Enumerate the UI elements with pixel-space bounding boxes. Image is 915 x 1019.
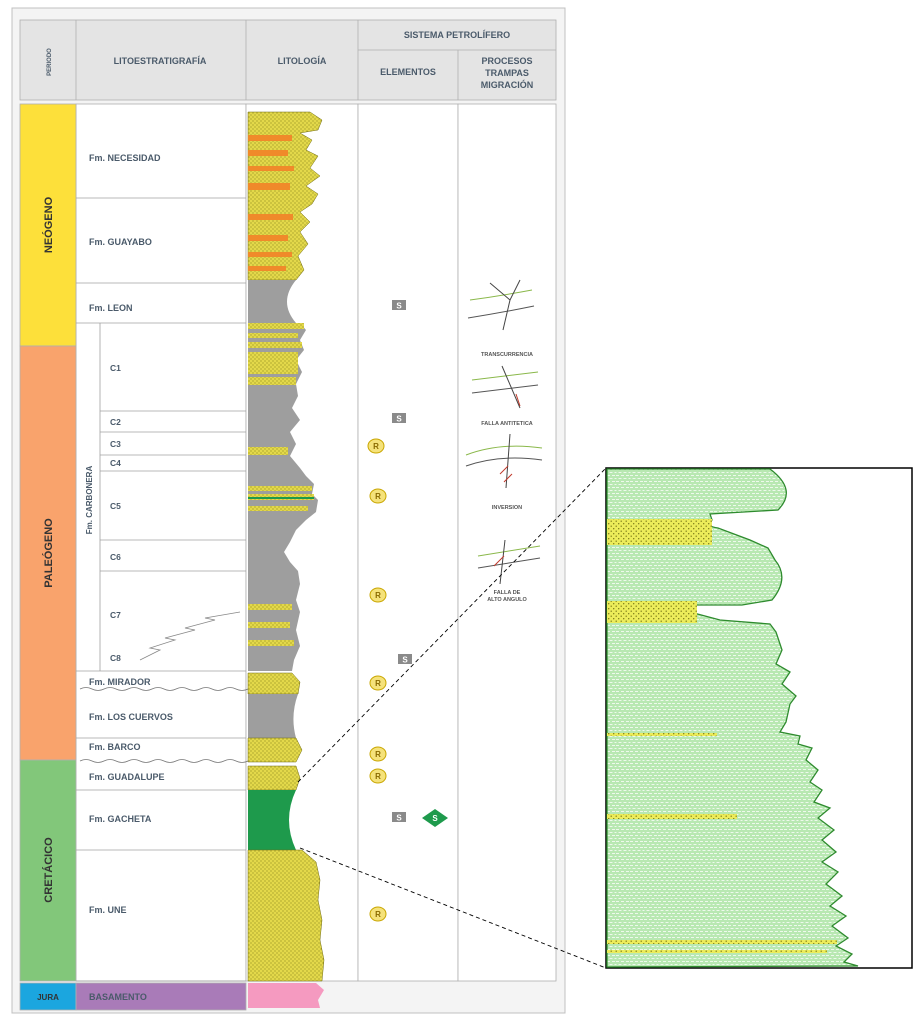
lithology-los-cuervos [248, 694, 298, 738]
zoom-callout-line-bottom [299, 847, 607, 969]
trap-label-falla-de: FALLA DE [494, 590, 521, 596]
header-processes-2: TRAMPAS [485, 68, 529, 78]
header-petroleum-system: SISTEMA PETROLÍFERO [404, 30, 510, 40]
member-c2: C2 [110, 417, 121, 427]
zoom-sand-bed-5 [607, 940, 837, 944]
lithology-une [247, 849, 325, 982]
lithology-barco [247, 737, 303, 763]
reservoir-marker: R [367, 438, 385, 454]
trap-label-falla-antitetica: FALLA ANTITETICA [481, 421, 533, 427]
reservoir-marker-label: R [373, 442, 379, 451]
trap-high-angle-fault-sketch [477, 539, 541, 585]
reservoir-marker-label: R [375, 750, 381, 759]
seal-marker-label: S [396, 814, 402, 823]
header-processes-3: MIGRACIÓN [481, 79, 534, 90]
fm-carbonera: Fm. CARBONERA [85, 466, 94, 535]
period-neogene-cell [19, 103, 77, 347]
trap-antithetic-fault-sketch [471, 365, 539, 409]
fm-guadalupe: Fm. GUADALUPE [89, 772, 165, 782]
reservoir-marker: R [369, 587, 387, 603]
lithology-mirador [247, 672, 301, 695]
fm-barco: Fm. BARCO [89, 742, 141, 752]
period-cretaceous-label: CRETÁCICO [42, 837, 55, 903]
seal-marker-label: S [402, 656, 408, 665]
period-paleogene-cell [19, 345, 77, 761]
unconformity-barco [79, 759, 249, 763]
member-c1: C1 [110, 363, 121, 373]
member-c6: C6 [110, 552, 121, 562]
zoom-sand-bed-6 [607, 950, 827, 953]
reservoir-marker-label: R [375, 591, 381, 600]
fm-gacheta: Fm. GACHETA [89, 814, 152, 824]
period-column [19, 103, 77, 1011]
reservoir-marker: R [369, 906, 387, 922]
period-paleogene-label: PALEÓGENO [42, 518, 55, 588]
lithology-orange-beds [248, 135, 294, 271]
reservoir-marker: R [369, 675, 387, 691]
period-jura-label: JURA [37, 993, 59, 1002]
lithology-guadalupe [247, 765, 301, 791]
zoom-sand-bed-2 [607, 601, 697, 623]
basement-cell [75, 982, 247, 1011]
reservoir-marker: R [369, 746, 387, 762]
interfinger-line [139, 611, 241, 661]
reservoir-marker-label: R [375, 679, 381, 688]
trap-label-inversion: INVERSION [492, 505, 522, 511]
reservoir-marker: R [369, 768, 387, 784]
seal-marker: S [392, 300, 406, 311]
member-c8: C8 [110, 653, 121, 663]
fm-une: Fm. UNE [89, 905, 127, 915]
lithology-basement [248, 983, 324, 1008]
header-litostratigraphy: LITOESTRATIGRAFÍA [114, 56, 207, 66]
seal-marker: S [398, 654, 412, 665]
zoom-sand-bed-3 [607, 733, 717, 736]
fm-mirador: Fm. MIRADOR [89, 677, 151, 687]
seal-marker-label: S [396, 302, 402, 311]
reservoir-marker-label: R [375, 492, 381, 501]
trap-label-alto-angulo: ALTO ANGULO [487, 597, 527, 603]
trap-transcurrence-sketch [467, 279, 535, 331]
header-period: PERIODO [47, 48, 53, 76]
source-marker: S [422, 809, 448, 827]
lithology-column [247, 111, 325, 1008]
seal-marker: S [392, 812, 406, 823]
trap-inversion-sketch [465, 433, 543, 489]
reservoir-marker: R [369, 488, 387, 504]
unconformity-mirador [79, 687, 249, 691]
member-c5: C5 [110, 501, 121, 511]
lithology-leon [248, 280, 296, 323]
reservoir-marker-label: R [375, 910, 381, 919]
reservoir-marker-label: R [375, 772, 381, 781]
zoom-sand-bed-1 [607, 519, 712, 545]
header-processes-1: PROCESOS [481, 56, 532, 66]
lithology-gacheta [248, 790, 296, 850]
formation-dividers [76, 197, 246, 982]
zoom-inset [605, 467, 913, 969]
fm-los-cuervos: Fm. LOS CUERVOS [89, 712, 173, 722]
element-markers: S S S S R R R R [367, 300, 448, 922]
zoom-callout-line-top [297, 467, 607, 783]
source-marker-label: S [432, 814, 438, 823]
header-elements: ELEMENTOS [380, 67, 436, 77]
fm-guayabo: Fm. GUAYABO [89, 237, 152, 247]
seal-marker-label: S [396, 415, 402, 424]
seal-marker: S [392, 413, 406, 424]
member-c3: C3 [110, 439, 121, 449]
header-lithology: LITOLOGÍA [278, 56, 327, 66]
period-neogene-label: NEÓGENO [42, 196, 55, 253]
lithology-green-streak [248, 497, 314, 499]
member-c7: C7 [110, 610, 121, 620]
fm-leon: Fm. LEON [89, 303, 133, 313]
period-cretaceous-cell [19, 759, 77, 982]
fm-necesidad: Fm. NECESIDAD [89, 153, 161, 163]
member-c4: C4 [110, 458, 121, 468]
fm-basamento: BASAMENTO [89, 992, 147, 1002]
zoom-sand-bed-4 [607, 814, 737, 819]
trap-label-transcurrencia: TRANSCURRENCIA [481, 352, 533, 358]
